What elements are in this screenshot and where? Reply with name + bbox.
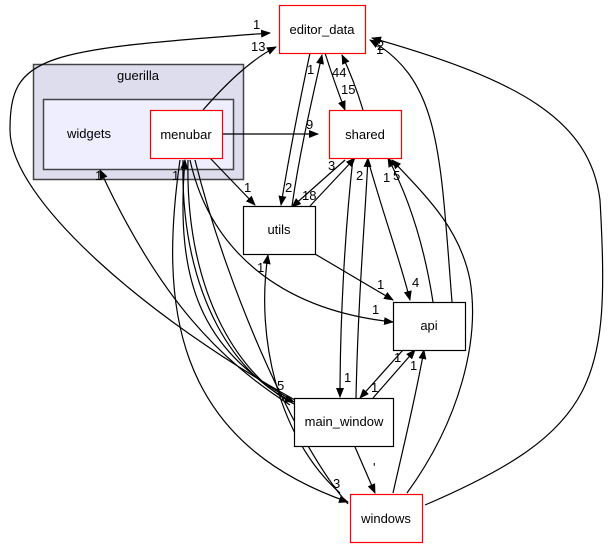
edge-label: 15 [341, 82, 355, 97]
edge-utils-editor_data [291, 54, 324, 207]
edge-label: 1 [172, 168, 179, 183]
edge-main_window-menubar [180, 159, 293, 401]
edge-label: 18 [302, 188, 316, 203]
edge-menubar-utils [209, 157, 256, 206]
edge-label: 1 [95, 168, 102, 183]
edge-windows-api [392, 349, 427, 494]
edge-label: 9 [306, 117, 313, 132]
edge-menubar-api [189, 159, 394, 326]
edge-label: 2 [377, 38, 384, 53]
node-utils-label: utils [267, 222, 291, 237]
edge-editor_data-shared [324, 52, 346, 111]
edge-labels: 1 13 1 44 15 2 1 9 3 18 2 1 2 1 5 1 1 1 … [95, 17, 419, 491]
edge-label: 1 [257, 260, 264, 275]
node-main_window-label: main_window [305, 414, 384, 429]
node-api-label: api [420, 318, 437, 333]
edge-editor_data-utils [278, 52, 311, 206]
edge-label: 1 [253, 17, 260, 32]
node-shared[interactable]: shared [328, 109, 403, 160]
edge-shared-utils [291, 159, 346, 208]
edge-menubar-windows [172, 159, 349, 503]
edge-windows-editor_data [371, 36, 604, 506]
node-widgets-label: widgets [66, 126, 112, 141]
edge-label: 3 [328, 158, 335, 173]
node-windows-label: windows [360, 511, 411, 526]
edge-windows-utils [262, 254, 341, 494]
node-api[interactable]: api [392, 301, 467, 352]
edge-label: 1 [344, 370, 351, 385]
edge-label: 3 [333, 476, 340, 491]
edge-main_window-windows [354, 446, 376, 494]
edge-label: 2 [285, 180, 292, 195]
edge-label: 1 [377, 277, 384, 292]
edge-label: 2 [356, 168, 363, 183]
node-editor_data[interactable]: editor_data [278, 4, 367, 55]
edge-shared-api [367, 159, 412, 301]
edge-windows-shared [391, 159, 474, 494]
edge-utils-api [314, 253, 394, 301]
edge-label: 5 [277, 378, 284, 393]
edge-shared-main_window [336, 157, 354, 398]
edge-api-shared [387, 157, 434, 303]
edge-label: 1 [410, 358, 417, 373]
edge-label: 1 [244, 180, 251, 195]
node-widgets[interactable]: widgets [66, 126, 112, 141]
edge-label: ' [373, 460, 375, 475]
edge-menubar-editor_data [202, 46, 277, 111]
edge-main_window-shared [355, 157, 372, 399]
node-windows[interactable]: windows [349, 493, 424, 544]
edge-label: 13 [251, 39, 265, 54]
edge-api-main_window [359, 349, 404, 399]
cluster-guerilla-label: guerilla [117, 68, 160, 83]
edge-shared-editor_data [341, 54, 364, 111]
edge-menubar-main_window [182, 159, 295, 403]
edge-label: 44 [332, 65, 346, 80]
edge-api-editor_data [369, 39, 453, 303]
edge-label: 1 [394, 350, 401, 365]
edge-label: 1 [307, 62, 314, 77]
edge-label: 5 [393, 168, 400, 183]
node-editor_data-label: editor_data [289, 22, 355, 37]
edge-label: 1 [371, 380, 378, 395]
edge-main_window-editor_data [9, 29, 296, 401]
edge-label: 1 [376, 42, 383, 57]
node-shared-label: shared [345, 127, 385, 142]
node-utils[interactable]: utils [242, 205, 317, 256]
edge-label: 1 [372, 302, 379, 317]
edge-main_window-api [372, 349, 416, 399]
edges [9, 29, 604, 506]
node-menubar-label: menubar [160, 127, 212, 142]
node-main_window[interactable]: main_window [293, 397, 395, 448]
edge-main_window-widgets [99, 169, 291, 406]
edge-label: 4 [412, 275, 419, 290]
edge-utils-shared [309, 157, 356, 207]
edge-label: 1 [383, 170, 390, 185]
node-menubar[interactable]: menubar [149, 109, 224, 160]
